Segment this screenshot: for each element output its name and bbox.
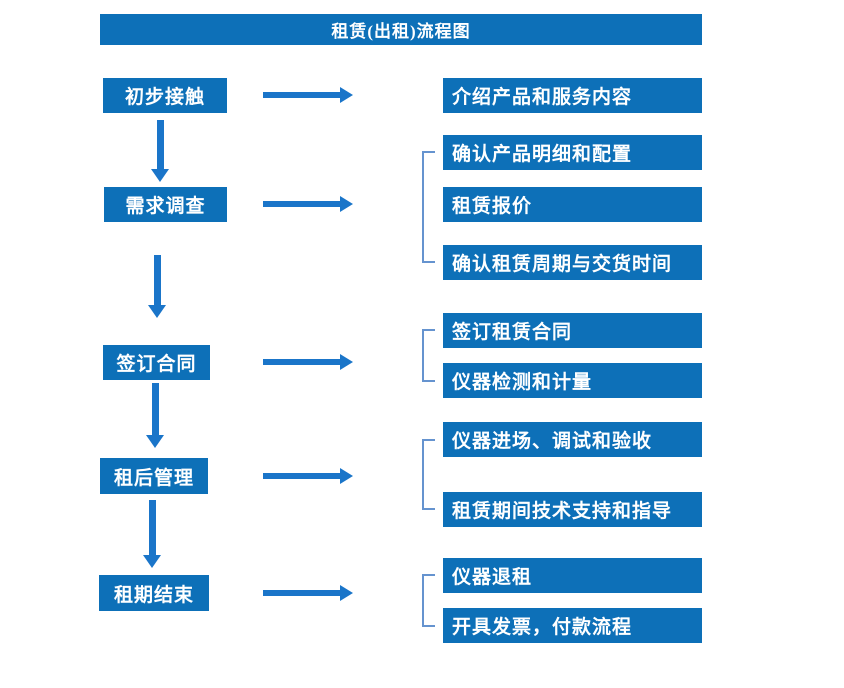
step-box-rental-end: 租期结束	[99, 575, 209, 611]
arrow-right-icon	[263, 354, 353, 370]
arrow-down-icon	[143, 500, 161, 568]
step-box-demand-survey: 需求调查	[104, 187, 227, 222]
step-box-initial-contact: 初步接触	[103, 78, 227, 113]
detail-box: 仪器进场、调试和验收	[443, 422, 702, 457]
arrow-right-icon	[263, 196, 353, 212]
step-box-sign-contract: 签订合同	[103, 345, 210, 380]
arrow-right-icon	[263, 87, 353, 103]
arrow-down-icon	[151, 120, 169, 182]
arrow-right-icon	[263, 468, 353, 484]
bracket-connector	[422, 574, 435, 627]
detail-box: 介绍产品和服务内容	[443, 78, 702, 113]
detail-box: 确认产品明细和配置	[443, 135, 702, 170]
detail-box: 开具发票，付款流程	[443, 608, 702, 643]
detail-box: 租赁报价	[443, 187, 702, 222]
detail-box: 仪器退租	[443, 558, 702, 593]
detail-box: 租赁期间技术支持和指导	[443, 492, 702, 527]
bracket-connector	[422, 151, 435, 263]
step-box-post-rental-management: 租后管理	[100, 458, 208, 494]
detail-box: 签订租赁合同	[443, 313, 702, 348]
detail-box: 仪器检测和计量	[443, 363, 702, 398]
arrow-down-icon	[146, 383, 164, 448]
bracket-connector	[422, 439, 435, 510]
arrow-down-icon	[148, 255, 166, 318]
bracket-connector	[422, 329, 435, 382]
detail-box: 确认租赁周期与交货时间	[443, 245, 702, 280]
flowchart-title: 租赁(出租)流程图	[100, 14, 702, 45]
arrow-right-icon	[263, 585, 353, 601]
